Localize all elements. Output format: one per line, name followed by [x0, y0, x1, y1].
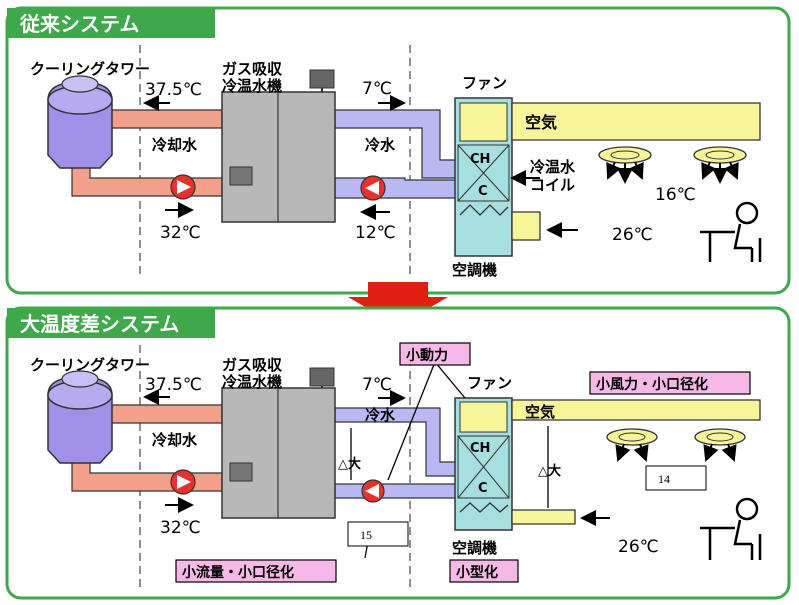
chilled-water-pump-icon	[360, 175, 386, 201]
cooling-water-pipe-upper	[109, 404, 223, 424]
tag-small-power-box	[399, 342, 471, 366]
coil-ch-label: CH	[470, 152, 490, 167]
tag-small-wind-box	[589, 371, 751, 395]
chiller-label-line2: 冷温水機	[222, 77, 282, 95]
tag-compact: 小型化	[456, 564, 498, 581]
chiller-label-line2: 冷温水機	[222, 373, 282, 391]
coil-label-line2: コイル	[530, 176, 575, 194]
cooling-tower-label: クーリングタワー	[30, 356, 150, 374]
number-box-15-label: 15	[360, 528, 372, 542]
temp-26: 26℃	[618, 537, 659, 557]
temp-16: 16℃	[655, 185, 696, 205]
tag-small-wind: 小風力・小口径化	[596, 376, 708, 393]
supply-air-duct	[511, 102, 761, 141]
cooling-water-pipe-upper	[109, 109, 223, 129]
air-diffuser-icon	[694, 428, 746, 462]
top-title-tab	[7, 8, 215, 38]
cooling-water-label: 冷却水	[152, 431, 198, 449]
top-title: 従来システム	[19, 12, 139, 36]
air-label: 空気	[525, 113, 557, 132]
callout-leader	[387, 361, 436, 481]
return-air-duct	[511, 509, 576, 525]
chilled-water-pipe-lower	[334, 483, 459, 499]
cooling-water-pump-icon	[170, 174, 196, 200]
air-diffuser-icon	[606, 428, 658, 462]
chiller-label-line1: ガス吸収	[222, 356, 283, 374]
cooling-water-label: 冷却水	[152, 136, 198, 154]
coil-c-label: C	[478, 184, 488, 199]
bottom-panel: 大温度差システム	[5, 306, 791, 600]
supply-air-duct	[511, 399, 761, 421]
temp-12: 12℃	[355, 223, 396, 243]
person-at-desk-icon	[700, 201, 762, 262]
temp-32: 32℃	[160, 223, 201, 243]
coil-c-label: C	[478, 481, 488, 496]
tag-small-flow: 小流量・小口径化	[182, 564, 294, 581]
temp-375: 37.5℃	[145, 375, 202, 395]
fan-label: ファン	[467, 374, 512, 392]
fan-label: ファン	[462, 74, 507, 92]
coil-ch-label: CH	[470, 441, 490, 456]
bottom-title-tab	[7, 308, 215, 338]
bottom-panel-frame	[5, 306, 791, 600]
chilled-water-pump-icon	[361, 479, 385, 503]
chiller-label-line1: ガス吸収	[222, 60, 283, 78]
temp-7: 7℃	[362, 79, 392, 99]
delta-large-water: △大	[338, 456, 361, 472]
return-air-duct	[511, 211, 541, 241]
top-panel: 従来システム	[5, 6, 791, 295]
cooling-tower-icon	[47, 370, 113, 464]
temp-26: 26℃	[612, 225, 653, 245]
person-at-desk-icon	[700, 497, 762, 560]
transition-arrow-icon	[348, 282, 448, 326]
delta-large-air: △大	[538, 463, 561, 479]
air-label: 空気	[525, 403, 555, 421]
chilled-water-label: 冷水	[365, 136, 396, 154]
number-box-14	[645, 465, 707, 491]
cooling-tower-label: クーリングタワー	[30, 60, 150, 78]
chilled-water-pipe-lower	[334, 177, 461, 199]
temp-7: 7℃	[362, 375, 392, 395]
coil-label-line1: 冷温水	[530, 158, 576, 176]
gas-absorption-chiller	[221, 69, 336, 223]
cooling-tower-icon	[47, 75, 113, 169]
tag-small-flow-box	[175, 559, 337, 583]
bottom-title: 大温度差システム	[20, 312, 179, 336]
tag-compact-box	[449, 559, 519, 583]
cooling-water-pump-icon	[170, 469, 196, 495]
tag-small-power: 小動力	[406, 347, 448, 364]
temp-32: 32℃	[160, 518, 201, 538]
number-box-15	[347, 521, 409, 547]
gas-absorption-chiller	[221, 367, 336, 519]
temp-375: 37.5℃	[145, 80, 202, 100]
air-handling-unit	[454, 97, 513, 257]
chilled-water-label: 冷水	[365, 406, 396, 424]
ahu-label: 空調機	[452, 539, 497, 557]
air-diffuser-icon	[598, 146, 652, 184]
callout-leader	[434, 361, 466, 399]
air-handling-unit	[454, 397, 513, 531]
ahu-label: 空調機	[452, 261, 497, 279]
top-panel-frame	[5, 6, 791, 295]
number-box-14-label: 14	[658, 472, 670, 486]
air-diffuser-icon	[693, 146, 747, 184]
